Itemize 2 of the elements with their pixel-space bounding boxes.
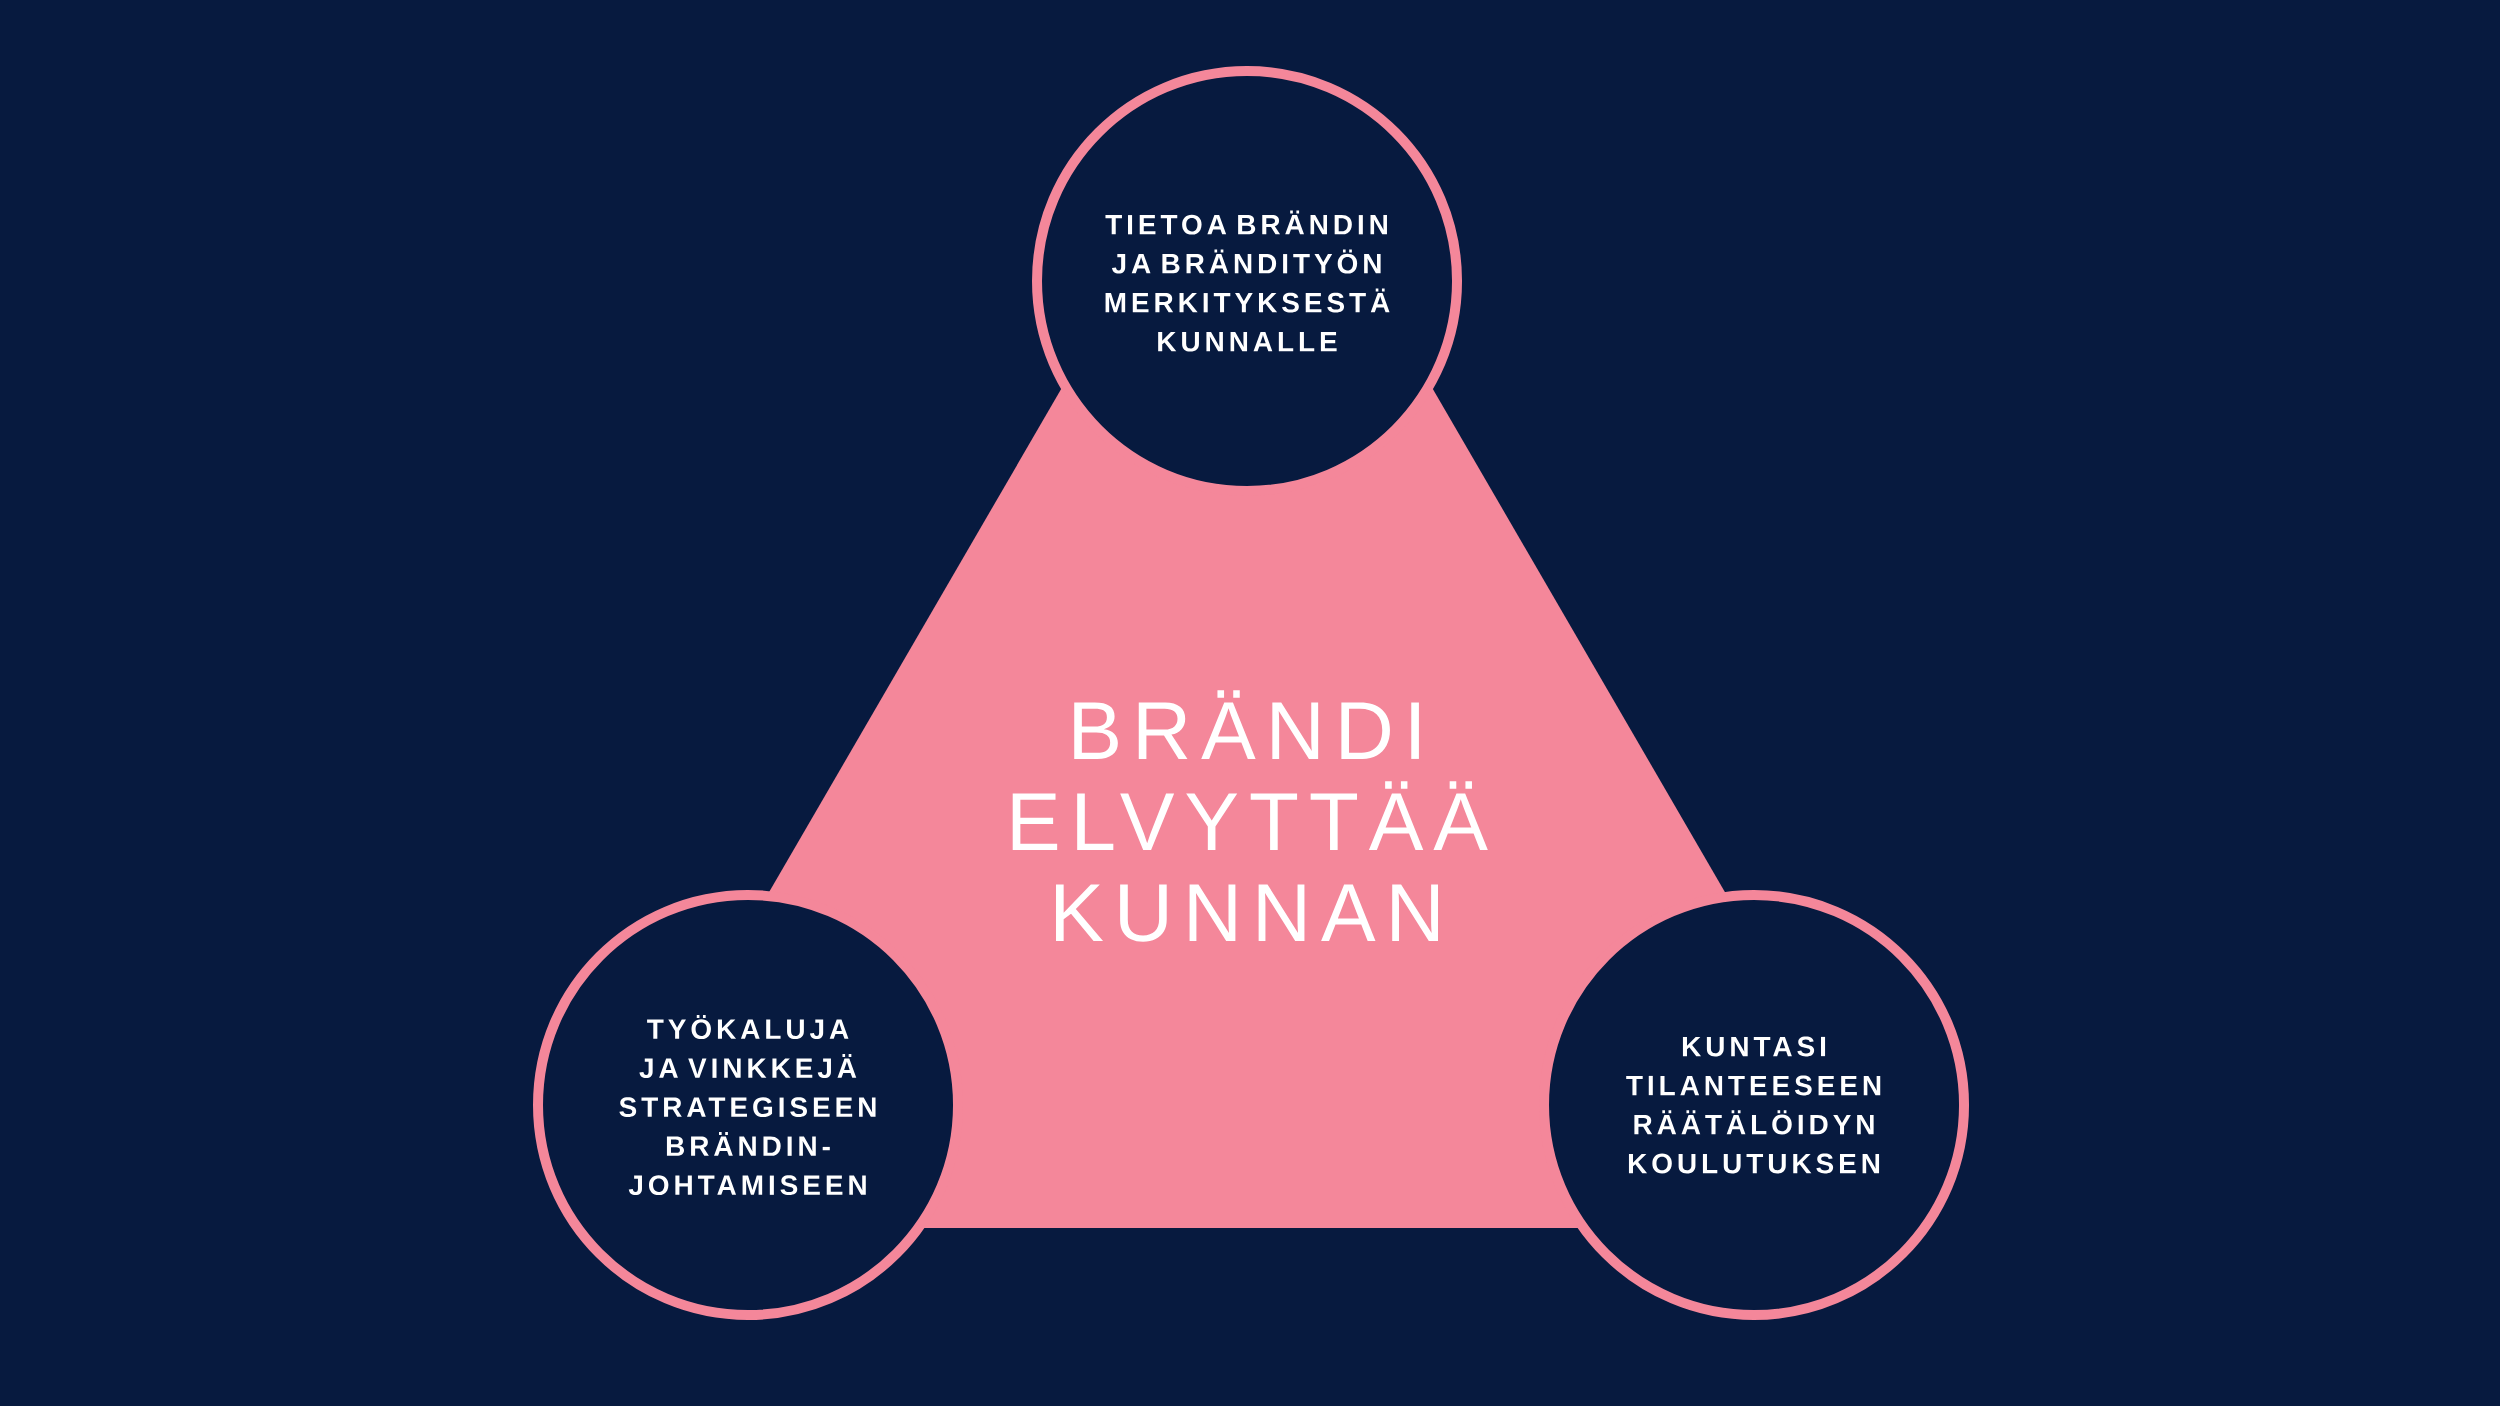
node-label: KUNTASI TILANTEESEEN RÄÄTÄLÖIDYN KOULUTUKSEN xyxy=(1626,1036,1881,1174)
node-label: TYÖKALUJA JA VINKKEJÄ STRATEGISEEN BRÄNDIN- JOHTAMISEEN xyxy=(619,1014,876,1196)
